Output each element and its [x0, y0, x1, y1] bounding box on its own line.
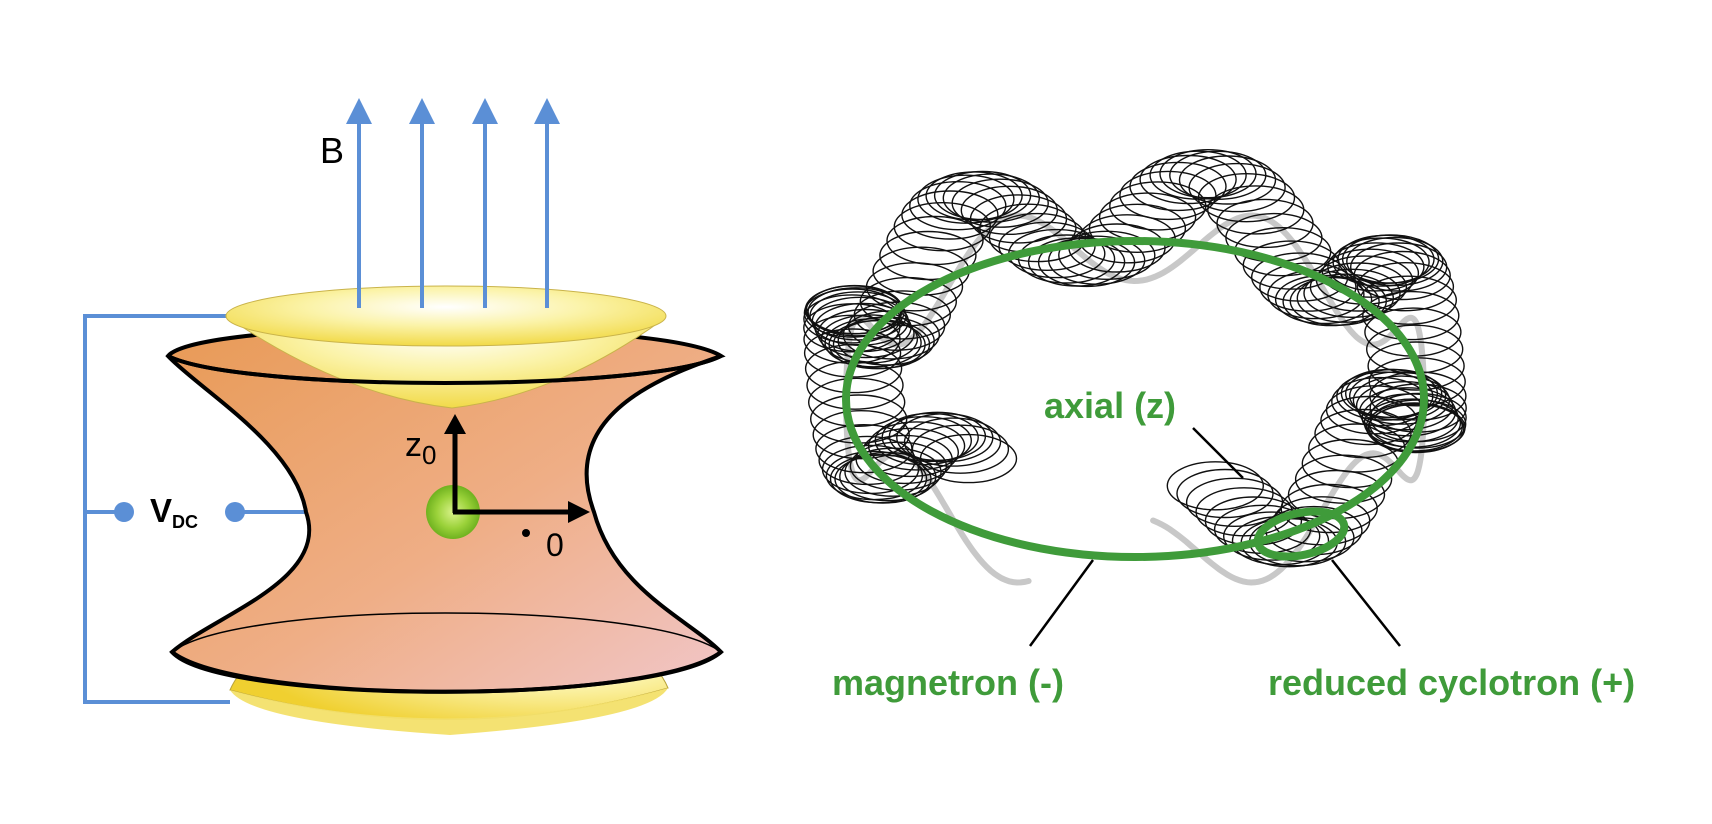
cyclotron-coil-ring [818, 435, 916, 486]
cyclotron-coil-ring [909, 180, 1007, 231]
cyclotron-coil-ring [824, 318, 922, 368]
cyclotron-coil-ring [917, 174, 1015, 224]
cyclotron-coil-ring [1017, 234, 1116, 284]
trap-axes [444, 414, 590, 523]
cyclotron-coil-ring [1362, 290, 1460, 341]
ring-electrode-bottom-rim-front [170, 650, 723, 694]
cyclotron-coil-ring [1352, 375, 1451, 425]
magnetron-label: magnetron (-) [832, 662, 1064, 703]
cyclotron-coil-ring [879, 230, 977, 281]
cyclotron-coil-ring [1166, 461, 1265, 511]
cyclotron-coil-ring [1296, 273, 1395, 323]
voltage-label-sub: DC [172, 512, 198, 532]
cyclotron-coil-ring [1088, 203, 1187, 254]
cyclotron-coil-ring [1340, 368, 1439, 419]
cyclotron-coil-ring [1178, 155, 1277, 205]
cyclotron-coil-ring [1356, 262, 1455, 312]
cyclotron-coil-ring [1188, 162, 1286, 213]
cyclotron-coil-ring [1341, 234, 1440, 284]
cyclotron-coil-ring [808, 377, 906, 427]
reduced-cyclotron-loop [1253, 507, 1349, 561]
field-arrow [472, 98, 498, 308]
cyclotron-coil-ring [1327, 242, 1425, 292]
cyclotron-coil-ring [942, 173, 1040, 223]
cyclotron-coil-ring [829, 454, 928, 504]
cyclotron-coil-ring [960, 185, 1058, 236]
z-axis-label-sub: 0 [422, 440, 436, 470]
cyclotron-coil-ring [803, 294, 901, 344]
terminal-right [225, 502, 245, 522]
terminal-left [114, 502, 134, 522]
cyclotron-coil-ring [1259, 262, 1357, 312]
z-axis-label-main: z [405, 426, 422, 464]
cyclotron-coil-ring [951, 178, 1049, 228]
cyclotron-coil-ring [1303, 268, 1401, 318]
cyclotron-coil-ring [886, 215, 984, 266]
cyclotron-coil-ring [1320, 395, 1418, 446]
cyclotron-coil-ring [1047, 235, 1146, 285]
z-axis-arrowhead [444, 414, 466, 434]
cyclotron-coil-ring [1058, 230, 1156, 281]
cyclotron-coil-ring [1309, 262, 1408, 312]
cyclotron-coil-ring [1368, 403, 1466, 453]
cyclotron-label: reduced cyclotron (+) [1268, 662, 1635, 703]
r-axis-arrowhead [568, 501, 590, 523]
cyclotron-coils [803, 148, 1467, 568]
cyclotron-coil-ring [1346, 236, 1444, 287]
cyclotron-coil-ring [1176, 468, 1274, 519]
ion-motion-illustration: axial (z) magnetron (-) reduced cyclotro… [803, 148, 1635, 703]
cyclotron-coil-ring [1294, 454, 1393, 504]
cyclotron-coil-ring [1321, 248, 1420, 298]
magnetron-leader [1028, 559, 1095, 647]
cyclotron-coil-ring [1367, 341, 1465, 391]
top-endcap-lip [225, 285, 667, 347]
cyclotron-coil-ring [817, 308, 915, 359]
r-axis-dot [522, 529, 530, 537]
cyclotron-coil-ring [815, 424, 913, 474]
cyclotron-coil-ring [1336, 371, 1434, 421]
axial-leader [1192, 427, 1244, 479]
voltage-label-main: V [150, 492, 172, 529]
cyclotron-coil-ring [1267, 269, 1365, 320]
axial-label: axial (z) [1044, 385, 1176, 426]
voltage-label: VDC [150, 492, 198, 532]
wire-outer-loop [83, 314, 230, 704]
cyclotron-coil-ring [1353, 250, 1451, 301]
field-arrow [409, 98, 435, 308]
cyclotron-coil-ring [1222, 511, 1321, 561]
cyclotron-coil-ring [1197, 172, 1296, 223]
cyclotron-coil-ring [1185, 477, 1284, 527]
cyclotron-coil-ring [853, 290, 951, 340]
ring-electrode-bottom-rim-back [171, 612, 722, 653]
magnetic-field-label: B [320, 130, 344, 171]
penning-trap-illustration: VDC [83, 98, 726, 735]
ring-top-rim-front [167, 354, 722, 385]
bottom-endcap-front [230, 688, 668, 735]
cyclotron-coil-ring [988, 212, 1087, 263]
magnetic-field-arrows [346, 98, 560, 308]
cyclotron-coil-ring [1139, 154, 1237, 205]
z-axis-label: z0 [405, 426, 436, 470]
cyclotron-leader [1331, 559, 1401, 647]
field-arrow [346, 98, 372, 308]
cyclotron-coil-ring [812, 410, 910, 460]
field-arrow [534, 98, 560, 308]
cyclotron-coil-ring [825, 450, 924, 501]
cyclotron-coil-ring [901, 190, 999, 240]
r-axis-label: 0 [546, 527, 564, 563]
label-leader-lines [1028, 427, 1401, 647]
magnetron-orbit [842, 237, 1428, 561]
cyclotron-coil-ring [1119, 170, 1217, 221]
